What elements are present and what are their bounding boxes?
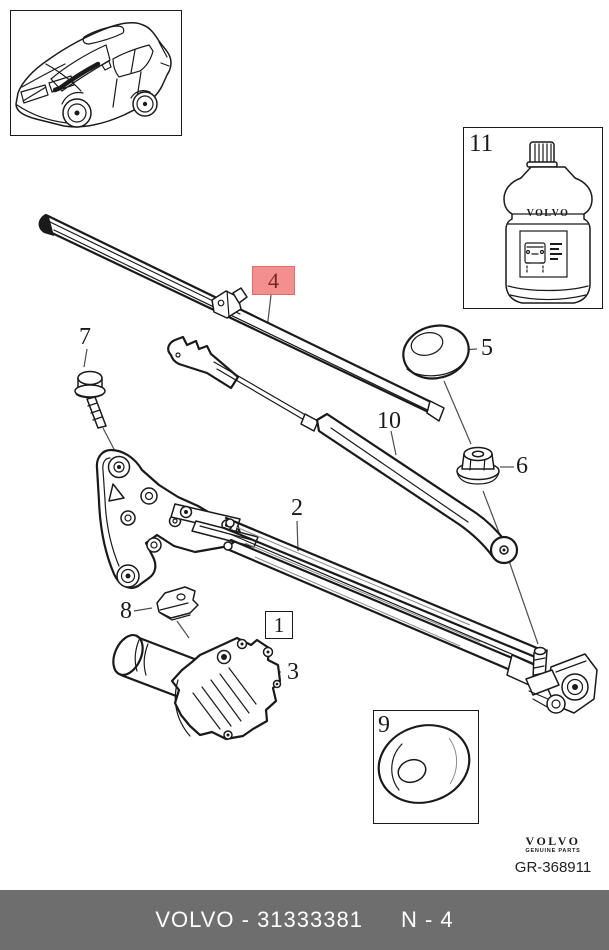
callout-4-highlighted[interactable]: 4 bbox=[252, 266, 295, 295]
car-thumbnail-box bbox=[10, 10, 182, 136]
wiper-motor-illustration bbox=[112, 634, 282, 741]
callout-1-box[interactable]: 1 bbox=[265, 611, 293, 639]
flange-nut-illustration bbox=[456, 446, 500, 485]
arm-hook-end bbox=[167, 335, 240, 390]
washer-fluid-box bbox=[463, 127, 603, 309]
motor-bracket-illustration bbox=[156, 586, 199, 621]
callout-9[interactable]: 9 bbox=[378, 712, 390, 738]
callout-1: 1 bbox=[273, 612, 285, 637]
callout-leader-lines bbox=[83, 294, 539, 673]
blade-adapter-clip bbox=[211, 287, 248, 319]
callout-5[interactable]: 5 bbox=[481, 335, 493, 361]
footer-part-number: VOLVO - 31333381 bbox=[155, 907, 363, 932]
washer-fluid-bottle-illustration bbox=[503, 141, 593, 304]
flange-bolt-illustration bbox=[74, 370, 107, 429]
pivot-spindle-assembly-illustration bbox=[506, 646, 598, 714]
grommet-illustration bbox=[377, 724, 471, 804]
linkage-frame-illustration bbox=[95, 448, 259, 589]
wiper-arm-illustration bbox=[167, 335, 519, 565]
callout-8[interactable]: 8 bbox=[120, 598, 132, 624]
bottle-brand-text: VOLVO bbox=[526, 208, 570, 219]
linkage-rods-illustration bbox=[222, 516, 550, 686]
callout-11[interactable]: 11 bbox=[469, 130, 494, 157]
bottle-label bbox=[519, 230, 568, 278]
wiper-blade-illustration bbox=[38, 213, 445, 422]
callout-3[interactable]: 3 bbox=[287, 659, 299, 685]
graphic-reference-number: GR-368911 bbox=[514, 859, 592, 876]
callout-10[interactable]: 10 bbox=[377, 408, 401, 434]
genuine-parts-tagline: GENUINE PARTS bbox=[525, 848, 581, 854]
wiper-zone-marker bbox=[52, 61, 101, 93]
callout-2[interactable]: 2 bbox=[291, 495, 303, 521]
volvo-logo: VOLVO bbox=[525, 834, 581, 848]
bottle-body bbox=[503, 166, 593, 304]
footer-page-ref: N - 4 bbox=[400, 907, 454, 932]
grommet-box bbox=[373, 710, 479, 824]
spindle-cap-illustration bbox=[402, 324, 470, 380]
callout-6[interactable]: 6 bbox=[516, 453, 528, 479]
car-illustration bbox=[15, 22, 172, 128]
callout-7[interactable]: 7 bbox=[79, 324, 91, 350]
footer-bar: VOLVO - 31333381 N - 4 bbox=[0, 890, 609, 950]
